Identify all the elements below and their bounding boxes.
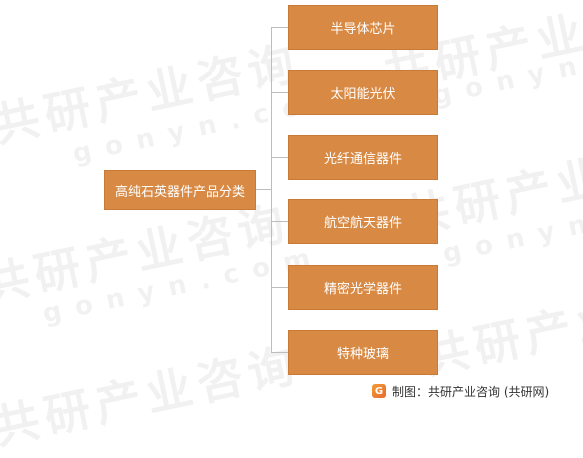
child-node-special-glass: 特种玻璃 <box>288 330 438 375</box>
connector-root <box>256 189 272 190</box>
connector-branch <box>271 287 288 288</box>
watermark-domain: gonyn.com <box>430 22 583 112</box>
root-node: 高纯石英器件产品分类 <box>104 170 256 210</box>
watermark-domain: gonyn.com <box>440 180 583 270</box>
child-node-semiconductor: 半导体芯片 <box>288 5 438 50</box>
watermark-text: 共研产业咨询 <box>418 267 583 385</box>
child-node-aerospace: 航空航天器件 <box>288 199 438 244</box>
child-node-precision-optics: 精密光学器件 <box>288 265 438 310</box>
child-node-solar: 太阳能光伏 <box>288 70 438 115</box>
watermark-domain: gonyn.com <box>40 240 327 330</box>
child-node-fiber-optic: 光纤通信器件 <box>288 135 438 180</box>
connector-branch <box>271 352 288 353</box>
connector-branch <box>271 157 288 158</box>
connector-branch <box>271 27 288 28</box>
source-footer: G 制图：共研产业咨询 (共研网) <box>372 383 549 399</box>
connector-trunk <box>271 27 272 352</box>
connector-branch <box>271 92 288 93</box>
watermark-text: 共研产业咨询 <box>0 35 305 153</box>
brand-logo-icon: G <box>372 384 386 398</box>
source-text: 制图：共研产业咨询 (共研网) <box>392 384 550 399</box>
watermark-text: 共研产业咨询 <box>0 337 305 455</box>
connector-branch <box>271 221 288 222</box>
